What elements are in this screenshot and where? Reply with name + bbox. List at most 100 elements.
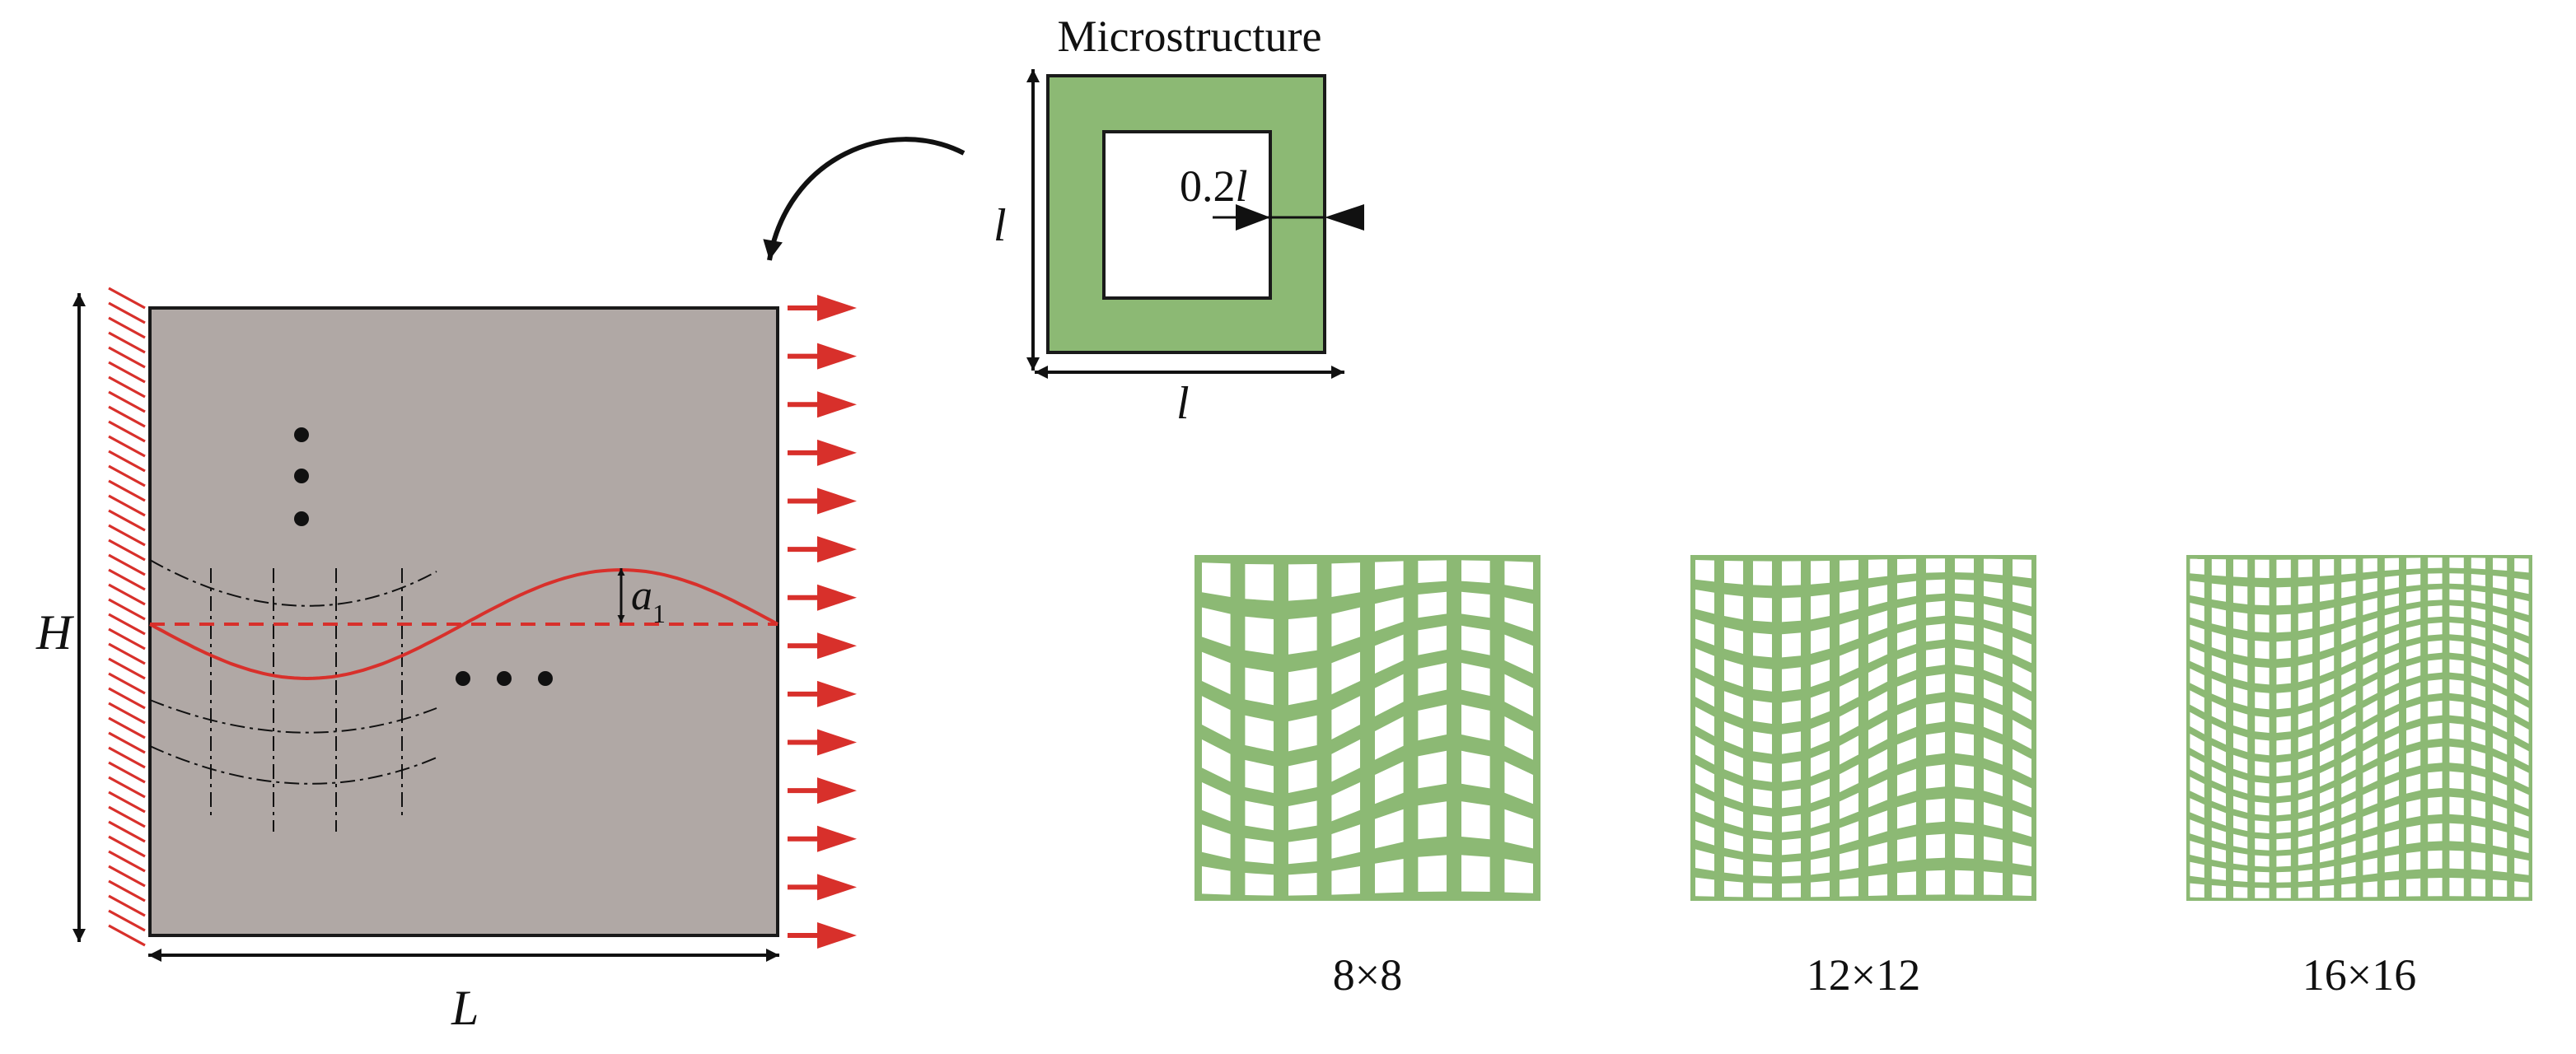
lattice-hole	[2298, 776, 2312, 794]
hatch-line	[108, 553, 146, 576]
lattice-hole	[2190, 581, 2204, 599]
lattice-hole	[1331, 739, 1360, 782]
lattice-hole	[1984, 737, 2003, 765]
lattice-hole	[2471, 851, 2485, 870]
lattice-hole	[2384, 733, 2399, 755]
lattice-hole	[2211, 679, 2226, 700]
lattice-hole	[2406, 557, 2421, 570]
load-arrow-head	[817, 922, 857, 949]
load-arrow-head	[817, 391, 857, 418]
lattice-hole	[1984, 679, 2003, 706]
lattice-hole	[1840, 877, 1858, 897]
lattice-hole	[2493, 780, 2508, 801]
lattice-hole	[2384, 649, 2399, 669]
ellipsis-vertical	[294, 427, 309, 526]
lattice-hole	[1375, 561, 1404, 590]
hatch-line	[108, 450, 146, 473]
lattice-hole	[1461, 750, 1490, 789]
lattice-hole	[2384, 576, 2399, 590]
lattice-hole	[2255, 692, 2270, 710]
lattice-hole	[2493, 733, 2508, 755]
lattice-hole	[2276, 761, 2291, 777]
lattice-hole	[1782, 761, 1801, 782]
lattice-hole	[1375, 674, 1404, 716]
lattice-hole	[1868, 637, 1887, 664]
lattice-hole	[2211, 655, 2226, 676]
lattice-hole	[2190, 603, 2204, 622]
lattice-hole	[1782, 561, 1801, 586]
lattice-hole	[2363, 658, 2377, 679]
hatch-line	[108, 494, 146, 517]
lattice-hole	[1461, 591, 1490, 618]
lattice-hole	[2255, 613, 2270, 633]
lattice-hole	[1926, 870, 1945, 895]
lattice-hole	[2341, 711, 2356, 735]
microstructure-unit-cell: Microstructure l l 0.2l	[993, 12, 1364, 429]
lattice-hole	[2428, 700, 2443, 717]
lattice-hole	[2514, 788, 2529, 809]
hatch-line	[108, 583, 146, 606]
lattice-hole	[2384, 756, 2399, 777]
load-arrow-head	[817, 536, 857, 563]
lattice-hole	[2514, 811, 2529, 832]
lattice-hole	[2471, 799, 2485, 819]
lattice-hole	[1375, 716, 1404, 760]
lattice-hole	[1695, 849, 1714, 871]
lattice-hole	[2190, 668, 2204, 690]
lattice-hole	[2190, 798, 2204, 818]
lattice-hole	[2471, 824, 2485, 845]
lattice-hole	[1984, 768, 2003, 796]
lattice-hole	[2276, 692, 2291, 710]
lattice-hole	[2363, 721, 2377, 744]
lattice-hole	[2428, 640, 2443, 655]
lattice-hole	[1811, 627, 1830, 654]
lattice-hole	[2341, 624, 2356, 645]
load-arrow-head	[817, 343, 857, 370]
lattice-hole	[1418, 801, 1447, 840]
lattice-hole	[1724, 660, 1743, 688]
lattice-hole	[2211, 745, 2226, 767]
lattice-hole	[2298, 833, 2312, 849]
hatch-line	[108, 731, 146, 754]
lattice-hole	[2514, 637, 2529, 658]
lattice-hole	[2190, 734, 2204, 756]
hatch-line	[108, 820, 146, 843]
lattice-hole	[2255, 820, 2270, 833]
load-arrow-head	[817, 777, 857, 804]
hatch-line	[108, 375, 146, 399]
lattice-hole	[1811, 691, 1830, 719]
lattice-hole	[2406, 749, 2421, 770]
lattice-hole	[1955, 579, 1974, 595]
lattice-hole	[1418, 855, 1447, 892]
lattice-hole	[2384, 557, 2399, 571]
lattice-hole	[1245, 873, 1274, 896]
lattice-hole	[2471, 557, 2485, 570]
lattice-hole	[1695, 821, 1714, 846]
lattice-hole	[1782, 597, 1801, 623]
lattice-hole	[2363, 788, 2377, 809]
lattice-hole	[2298, 754, 2312, 774]
lattice-hole	[1724, 856, 1743, 875]
lattice-hole	[2276, 871, 2291, 883]
lattice-hole	[1897, 707, 1916, 735]
lattice-hole	[2449, 700, 2464, 717]
hatch-line	[108, 435, 146, 458]
lattice-hole	[2341, 734, 2356, 756]
hatch-line	[108, 924, 146, 947]
lattice-hole	[2211, 865, 2226, 880]
load-arrow	[788, 536, 857, 563]
load-arrow	[788, 487, 857, 515]
lattice-hole	[2211, 723, 2226, 745]
lattice-hole	[2514, 834, 2529, 853]
lattice-hole	[2449, 723, 2464, 740]
lattice-hole	[1868, 559, 1887, 579]
lattice-hole	[2406, 799, 2421, 819]
lattice-label-8: 8×8	[1333, 950, 1402, 1000]
lattice-hole	[2514, 618, 2529, 637]
lattice-hole	[2013, 610, 2031, 635]
lattice-hole	[2255, 559, 2270, 578]
lattice-hole	[1418, 663, 1447, 696]
lattice-hole	[1868, 585, 1887, 607]
lattice-hole	[1782, 838, 1801, 856]
lattice-hole	[2255, 761, 2270, 777]
